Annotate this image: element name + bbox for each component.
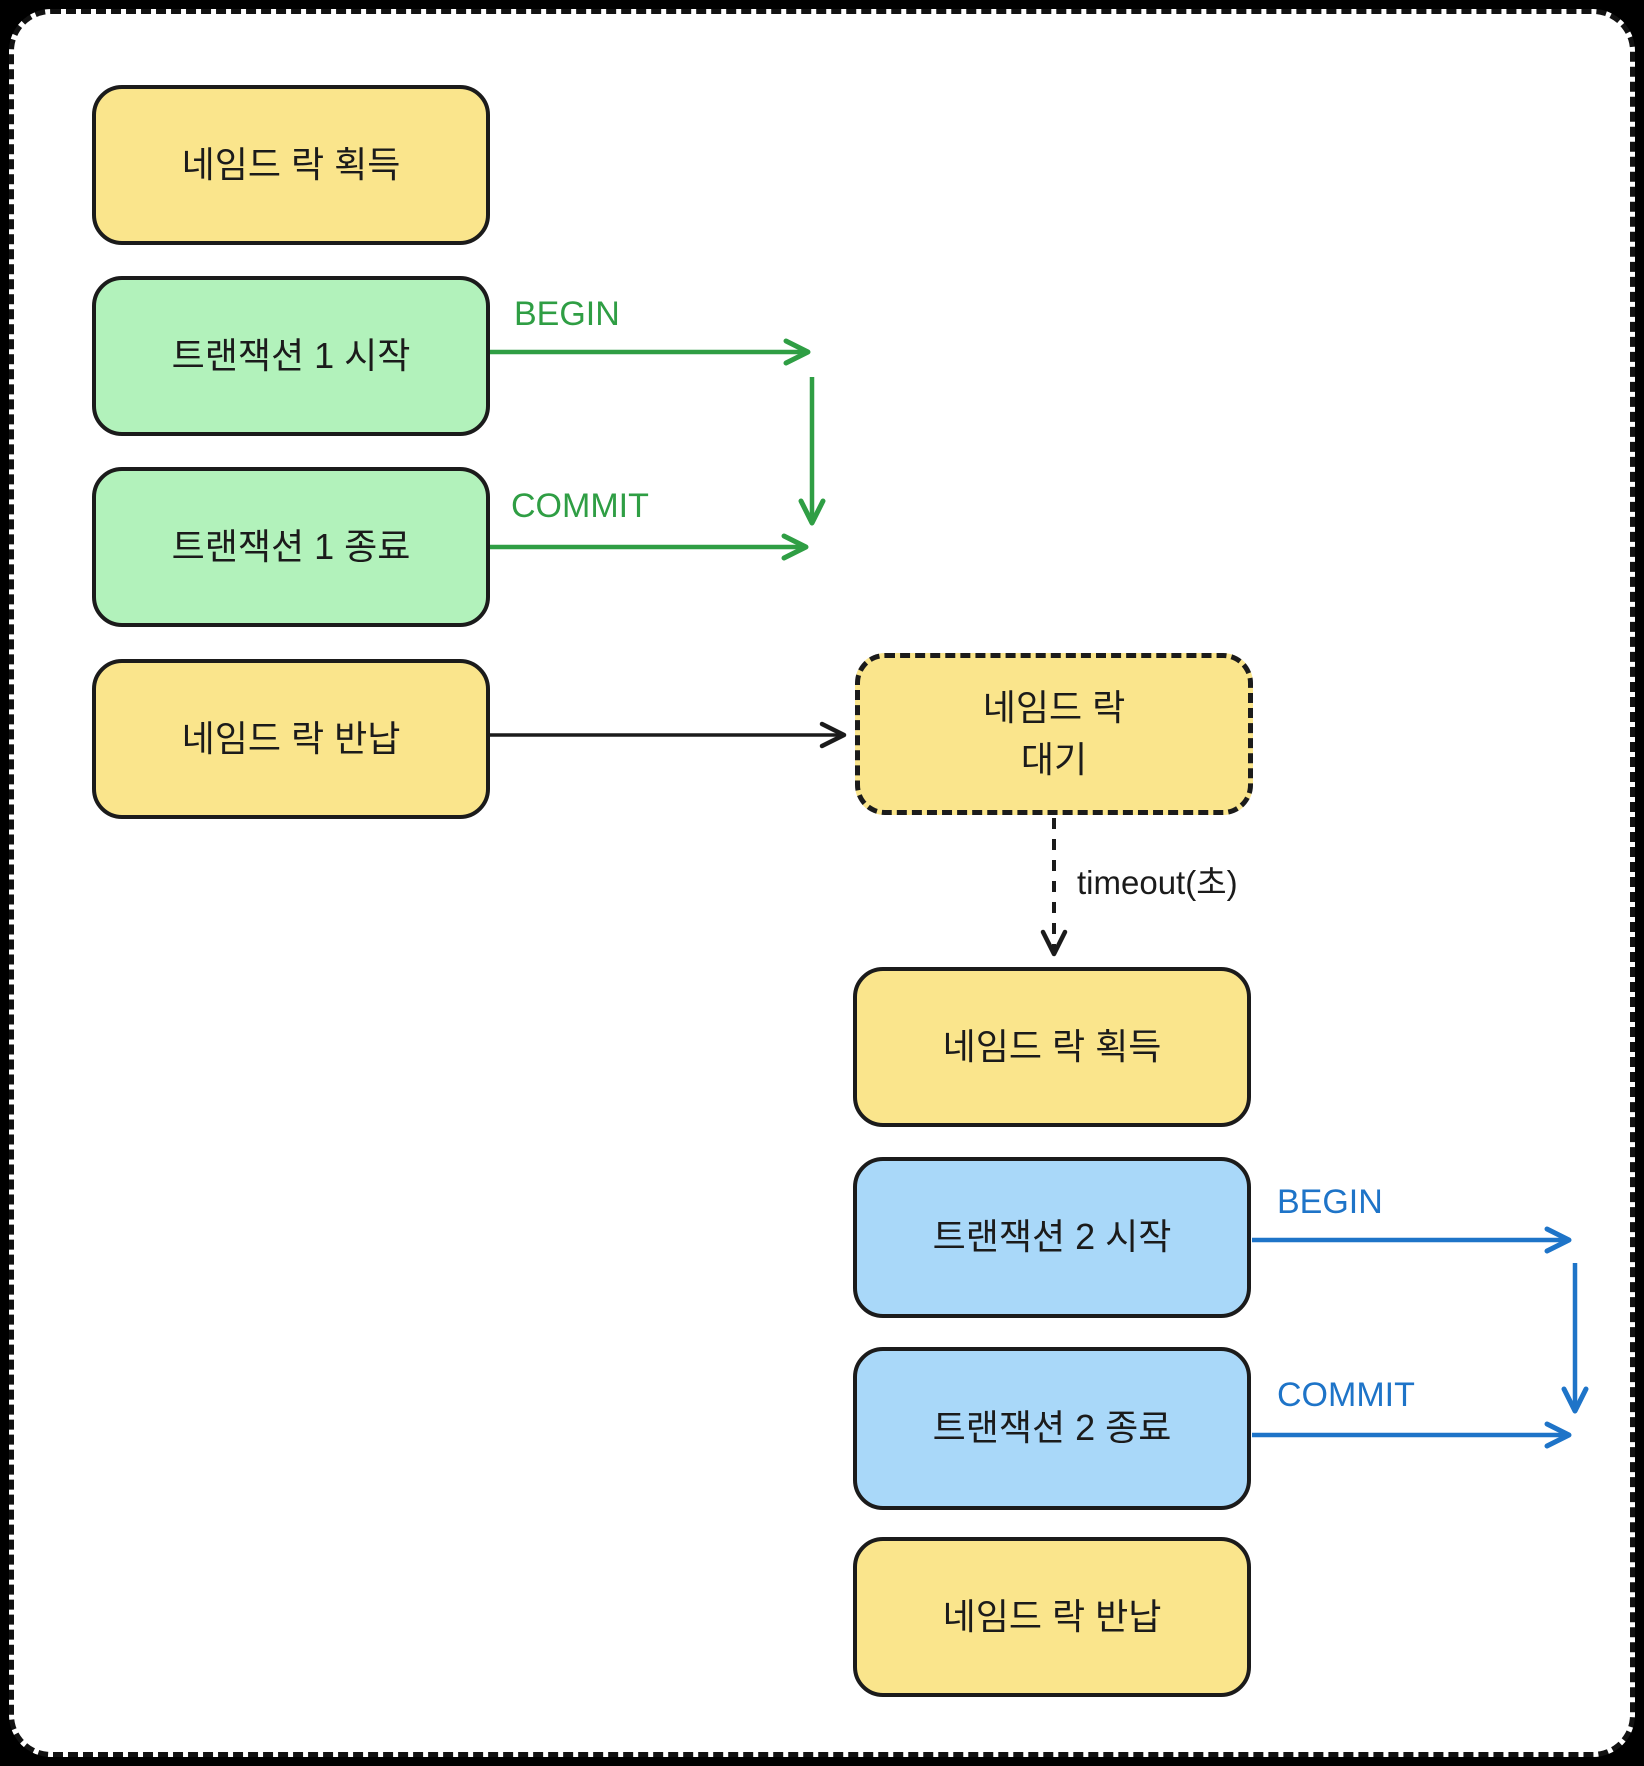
node-tx2-start-label: 트랜잭션 2 시작 xyxy=(932,1216,1172,1258)
tx2-begin-label: BEGIN xyxy=(1277,1183,1383,1221)
node-tx2-start: 트랜잭션 2 시작 xyxy=(853,1157,1251,1318)
timeout-label: timeout(초) xyxy=(1077,864,1238,901)
node-lock-wait-label-line1: 네임드 락 xyxy=(982,686,1126,728)
node-lock-release-1-label: 네임드 락 반납 xyxy=(181,717,401,759)
node-lock-acquire-1: 네임드 락 획득 xyxy=(92,85,490,245)
tx2-commit-label: COMMIT xyxy=(1277,1376,1415,1414)
diagram-canvas xyxy=(9,9,1635,1757)
node-tx1-end-label: 트랜잭션 1 종료 xyxy=(171,525,411,567)
node-lock-acquire-1-label: 네임드 락 획득 xyxy=(181,143,401,185)
node-tx2-end: 트랜잭션 2 종료 xyxy=(853,1347,1251,1510)
tx1-commit-label: COMMIT xyxy=(511,487,649,525)
node-tx1-end: 트랜잭션 1 종료 xyxy=(92,467,490,627)
node-lock-release-2: 네임드 락 반납 xyxy=(853,1537,1251,1697)
node-lock-acquire-2: 네임드 락 획득 xyxy=(853,967,1251,1127)
node-lock-wait: 네임드 락 대기 xyxy=(855,653,1253,815)
node-tx1-start: 트랜잭션 1 시작 xyxy=(92,276,490,436)
node-lock-release-1: 네임드 락 반납 xyxy=(92,659,490,819)
node-lock-acquire-2-label: 네임드 락 획득 xyxy=(942,1025,1162,1067)
node-lock-release-2-label: 네임드 락 반납 xyxy=(942,1595,1162,1637)
tx1-begin-label: BEGIN xyxy=(514,295,620,333)
node-tx1-start-label: 트랜잭션 1 시작 xyxy=(171,334,411,376)
node-lock-wait-label-line2: 대기 xyxy=(1020,739,1088,780)
node-tx2-end-label: 트랜잭션 2 종료 xyxy=(932,1407,1172,1449)
